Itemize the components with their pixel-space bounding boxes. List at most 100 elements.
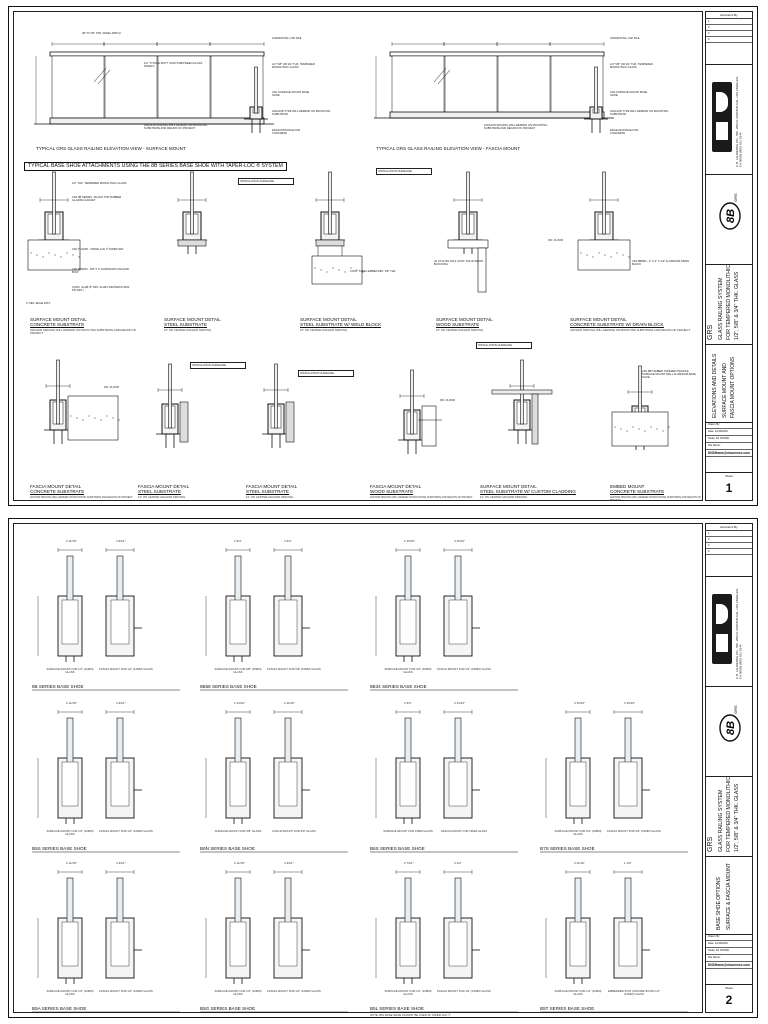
shoe-cavity bbox=[61, 921, 79, 967]
detail-title: SURFACE MOUNT DETAIL bbox=[30, 317, 87, 322]
concrete-hatch bbox=[88, 415, 90, 417]
glass-panel bbox=[274, 363, 278, 429]
shoe-cavity bbox=[278, 761, 298, 807]
shoe-cavity bbox=[110, 921, 130, 967]
dimension-label: 3 3/4" bbox=[404, 701, 412, 705]
detail-subtitle: CONCRETE SUBSTRATE bbox=[30, 489, 85, 495]
badge-text: 8B bbox=[725, 209, 737, 223]
glass-panel bbox=[391, 55, 445, 119]
info-date: Date: 12/15/2016 bbox=[706, 941, 752, 948]
glass-panel bbox=[190, 171, 194, 235]
detail-subtitle: WOOD SUBSTRATE bbox=[370, 489, 414, 495]
project-block: GRS GLASS RAILING SYSTEM FOR TEMPERED MO… bbox=[706, 264, 752, 345]
concrete-hatch bbox=[604, 254, 606, 256]
surface-mount-caption: SURFACE MOUNT FOR 1/2" (12mm) GLASS bbox=[384, 989, 432, 997]
dimension-label: 4 3/4" bbox=[284, 539, 292, 543]
shoe-cavity bbox=[399, 921, 417, 967]
series-title: B5A SERIES BASE SHOE bbox=[32, 1006, 87, 1011]
shoe-cavity bbox=[61, 599, 79, 645]
info-block: Drawn By: Date: 12/15/2016 Scale: AS NOT… bbox=[706, 422, 752, 473]
detail-title: FASCIA MOUNT DETAIL bbox=[246, 484, 298, 489]
project-line-2: FOR TEMPERED MONOLITHIC bbox=[726, 264, 732, 340]
fascia-mount-caption: FASCIA MOUNT FOR 5/8" GLASS bbox=[272, 829, 316, 833]
shoe-cavity bbox=[61, 761, 79, 807]
info-file: File Name: bbox=[706, 443, 752, 450]
dimension-label: 2 11/16" bbox=[574, 861, 585, 865]
callout-anchor-2: ANCHOR TYPE WILL DEPEND ON MOUNTING SUBS… bbox=[610, 110, 669, 117]
detail-note-r2-4: ANCHOR SPACING WILL DEPEND ON MOUNTING S… bbox=[370, 496, 473, 499]
install-guideline-4: INSTALLATION GUIDELINE bbox=[298, 370, 354, 378]
sheet-title-line-2: SURFACE MOUNT AND bbox=[722, 363, 728, 418]
detail-note-r1-4: 12" ON CENTER ANCHOR SPACING bbox=[436, 328, 484, 332]
revision-row: 2 bbox=[706, 537, 752, 543]
steel-angle bbox=[531, 393, 539, 445]
detail-note-r1-1: ANCHOR SPACING WILL DEPEND ON MOUNTING S… bbox=[30, 328, 137, 336]
shoe-cavity bbox=[229, 599, 247, 645]
install-guideline-3: INSTALLATION GUIDELINE bbox=[190, 362, 246, 370]
badge-sub: GRS bbox=[733, 705, 738, 714]
concrete-hatch bbox=[76, 417, 78, 419]
surface-mount-caption: SURFACE MOUNT FOR 1/2" (12mm) GLASS bbox=[554, 989, 602, 997]
glass-panel bbox=[51, 55, 105, 119]
shoe-cavity bbox=[618, 921, 638, 967]
sheet-2-drawing bbox=[32, 548, 688, 1013]
shoe-cavity bbox=[110, 599, 130, 645]
series-title: 8B58 SERIES BASE SHOE bbox=[200, 684, 257, 689]
detail-subtitle: STEEL SUBSTRATE W/ CUSTOM CLADDING bbox=[480, 489, 576, 495]
concrete-hatch bbox=[30, 252, 32, 254]
concrete-hatch bbox=[656, 428, 658, 430]
detail-title: SURFACE MOUNT DETAIL bbox=[436, 317, 493, 322]
sheet-number-block: Sheet 1 bbox=[706, 472, 752, 502]
detail-subtitle: CONCRETE SUBSTRATE bbox=[30, 322, 85, 328]
revision-row: 1 bbox=[706, 19, 752, 25]
callout-weld: CONT. STEEL EMBED MIN. 3/8" THK. bbox=[350, 270, 397, 273]
callout-cap-rail: HORIZONTAL CAP RAIL bbox=[272, 37, 302, 40]
b5l-note: NOTE: B5L BASE SHOE CANNOT BE USED W/ TA… bbox=[370, 1013, 451, 1017]
detail-subtitle: STEEL SUBSTRATE bbox=[164, 322, 207, 328]
detail-subtitle: STEEL SUBSTRATE bbox=[246, 489, 289, 495]
callout-glass: 1/2" 5/8" OR 3/4" THK. TEMPERED MONOLITH… bbox=[272, 63, 315, 70]
concrete-hatch bbox=[48, 252, 50, 254]
concrete-hatch bbox=[616, 252, 618, 254]
detail-note-r2-1: ANCHOR SPACING WILL DEPEND ON MOUNTING S… bbox=[30, 496, 133, 499]
callout-spacing: ANCHOR SPACING WILL DEPEND ON MOUNTING S… bbox=[144, 124, 208, 131]
drawing-area-2: 2 11/16" 4 9/16" SURFACE MOUNT FOR 1/2" (1… bbox=[13, 523, 703, 1017]
revision-table: Revisions By 1 2 3 4 bbox=[706, 12, 752, 65]
callout-glass-detail: 1/2" THK. TEMPERED MONOLITHIC GLASS bbox=[72, 182, 127, 185]
fascia-mount-caption: FASCIA MOUNT FOR 1/2" (12mm) GLASS bbox=[267, 989, 321, 993]
concrete-hatch bbox=[344, 271, 346, 273]
callout-wood: (2) 2X10 OR 2X12 CONT. SOLID WOOD BLOCKI… bbox=[434, 260, 484, 267]
drawing-sheet-1: TYPICAL GRS GLASS RAILING ELEVATION VIEW… bbox=[8, 6, 758, 506]
crl-logo-icon bbox=[712, 594, 732, 664]
dimension-label: 2 3/4" bbox=[234, 539, 242, 543]
brand-block: 8B GRS bbox=[706, 174, 752, 265]
badge-sub: GRS bbox=[733, 193, 738, 202]
detail-title: SURFACE MOUNT DETAIL bbox=[164, 317, 221, 322]
sheet-title-block: BASE SHOE OPTIONS SURFACE & FASCIA MOUNT bbox=[706, 856, 752, 935]
callout-anchor-bolt: CRL BS5816 - 5/8" X 6" EXPANSION ANCHOR … bbox=[72, 268, 129, 275]
fascia-mount-caption: FASCIA MOUNT FOR 1/2" (12mm) GLASS bbox=[437, 989, 491, 993]
dimension-label: 4 9/16" bbox=[116, 701, 126, 705]
dimension-label: 3 15/16" bbox=[624, 701, 636, 705]
title-block-1: Revisions By 1 2 3 4 C.R. LAURENCE CO., … bbox=[705, 11, 753, 501]
detail-note-r2-3: 12" ON CENTER ANCHOR SPACING bbox=[246, 495, 294, 499]
concrete-hatch bbox=[626, 430, 628, 432]
info-block: Drawn By: Date: 12/15/2016 Scale: AS NOT… bbox=[706, 934, 752, 985]
sheet-title-line-1: ELEVATIONS AND DETAILS bbox=[712, 353, 718, 418]
steel-substrate bbox=[315, 239, 345, 247]
dimension-label: 4 3/16" bbox=[116, 861, 126, 865]
surface-mount-caption: SURFACE MOUNT FOR 5/8" (15mm) GLASS bbox=[214, 667, 262, 675]
cap-rail bbox=[49, 51, 265, 57]
sheet-number: 2 bbox=[725, 993, 733, 1007]
surface-mount-caption: SURFACE MOUNT FOR 1/2" (12mm) GLASS bbox=[214, 989, 262, 997]
cap-rail bbox=[389, 51, 605, 57]
detail-note-r1-3: 12" ON CENTER ANCHOR SPACING bbox=[300, 328, 348, 332]
detail-title: EMBED MOUNT bbox=[610, 484, 645, 489]
concrete-hatch bbox=[36, 254, 38, 256]
rim-joist bbox=[477, 247, 487, 293]
revision-row: 4 bbox=[706, 549, 752, 555]
